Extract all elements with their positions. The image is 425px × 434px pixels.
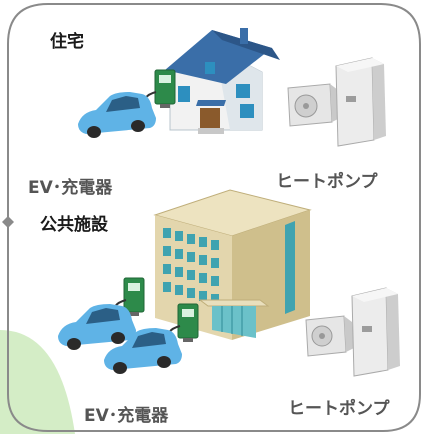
frame-border (7, 3, 421, 432)
label-ev-charger-public: EV･充電器 (84, 406, 169, 426)
divider-marker (2, 216, 14, 228)
label-heat-pump-public: ヒートポンプ (288, 399, 390, 419)
green-blob (0, 330, 75, 434)
label-heat-pump-house: ヒートポンプ (276, 172, 378, 192)
label-ev-charger-house: EV･充電器 (28, 178, 113, 198)
section-title-house: 住宅 (50, 32, 84, 52)
section-title-public: 公共施設 (40, 215, 108, 235)
